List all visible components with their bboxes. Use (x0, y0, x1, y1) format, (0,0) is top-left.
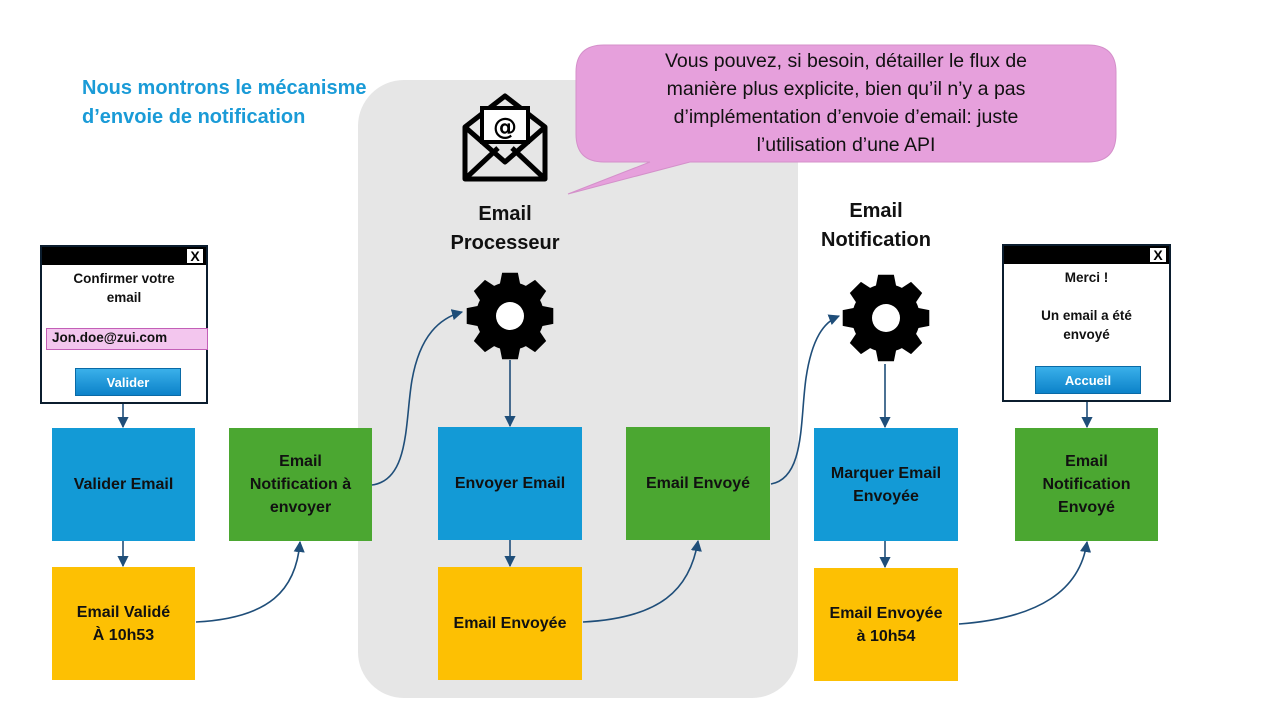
confirm-heading-line-1: Confirmer votre (73, 271, 175, 286)
policy-notif-line-1: Email (279, 453, 322, 470)
intro-text: Nous montrons le mécanisme d’envoie de n… (82, 74, 442, 132)
policy-notif-envoye-line-2: Notification (1042, 476, 1131, 493)
close-button[interactable]: X (1149, 247, 1167, 263)
intro-line-1: Nous montrons le mécanisme (82, 77, 367, 99)
event-email-valide-line-1: Email Validé (76, 603, 171, 621)
window-title-bar: X (42, 247, 206, 265)
callout-shape (567, 44, 1117, 195)
email-notification-title: Email Notification (786, 197, 966, 255)
policy-email-envoye-label: Email Envoyé (645, 475, 751, 492)
thanks-line-2-a: Un email a été (1041, 308, 1132, 323)
email-field[interactable]: Jon.doe@zui.com (46, 328, 208, 350)
gear-hole (496, 302, 524, 330)
email-envelope-icon: @ (462, 93, 548, 182)
email-processor-title: Email Processeur (415, 200, 595, 258)
window-title-bar: X (1004, 246, 1169, 264)
close-button[interactable]: X (186, 248, 204, 264)
validate-button[interactable]: Valider (75, 368, 181, 396)
command-valider-email-label: Valider Email (73, 476, 174, 493)
callout-line-1: Vous pouvez, si besoin, détailler le flu… (664, 50, 1028, 72)
callout-text: Vous pouvez, si besoin, détailler le flu… (580, 46, 1112, 160)
confirm-heading-line-2: email (106, 290, 142, 305)
event-email-envoyee: Email Envoyée (438, 567, 582, 680)
callout-line-2: manière plus explicite, bien qu’il n’y a… (666, 78, 1026, 100)
email-processor-title-line-2: Processeur (450, 232, 560, 254)
callout-line-3: d’implémentation d’envoie d’email: juste (673, 106, 1019, 128)
confirm-heading: Confirmer votre email (42, 269, 206, 307)
policy-notif-line-3: envoyer (269, 499, 332, 516)
command-marquer-line-1: Marquer Email (830, 464, 942, 482)
confirm-email-window: X Confirmer votre email Jon.doe@zui.com … (40, 245, 208, 404)
callout-line-4: l’utilisation d’une API (756, 134, 936, 156)
gear-icon (466, 272, 554, 360)
thanks-line-1: Merci ! (1064, 270, 1109, 285)
event-envoyee-10h54-line-2: à 10h54 (856, 627, 916, 645)
confirmation-window: X Merci ! Un email a été envoyé Accueil (1002, 244, 1171, 402)
email-notification-title-line-2: Notification (821, 229, 931, 251)
command-valider-email: Valider Email (52, 428, 195, 541)
policy-notif-envoye-line-1: Email (1065, 453, 1108, 470)
thanks-line-2-b: envoyé (1063, 327, 1110, 342)
thanks-line-2: Un email a été envoyé (1004, 306, 1169, 344)
gear-icon (842, 274, 930, 362)
policy-email-notification-a-envoyer: Email Notification à envoyer (229, 428, 372, 541)
policy-notif-line-2: Notification à (249, 476, 352, 493)
event-email-envoyee-label: Email Envoyée (453, 615, 567, 632)
home-button[interactable]: Accueil (1035, 366, 1141, 394)
event-envoyee-10h54-line-1: Email Envoyée (829, 604, 943, 622)
policy-email-notification-envoye: Email Notification Envoyé (1015, 428, 1158, 541)
command-marquer-email-envoyee: Marquer Email Envoyée (814, 428, 958, 541)
email-processor-title-line-1: Email (478, 203, 532, 225)
event-email-envoyee-10h54: Email Envoyée à 10h54 (814, 568, 958, 681)
gear-hole (872, 304, 900, 332)
intro-line-2: d’envoie de notification (82, 106, 306, 128)
email-notification-title-line-1: Email (849, 200, 903, 222)
command-envoyer-email: Envoyer Email (438, 427, 582, 540)
command-envoyer-email-label: Envoyer Email (454, 475, 566, 492)
policy-email-envoye: Email Envoyé (626, 427, 770, 540)
event-email-valide-line-2: À 10h53 (92, 626, 155, 644)
event-email-valide: Email Validé À 10h53 (52, 567, 195, 680)
svg-text:@: @ (493, 113, 517, 141)
policy-notif-envoye-line-3: Envoyé (1058, 499, 1115, 516)
command-marquer-line-2: Envoyée (853, 487, 919, 505)
